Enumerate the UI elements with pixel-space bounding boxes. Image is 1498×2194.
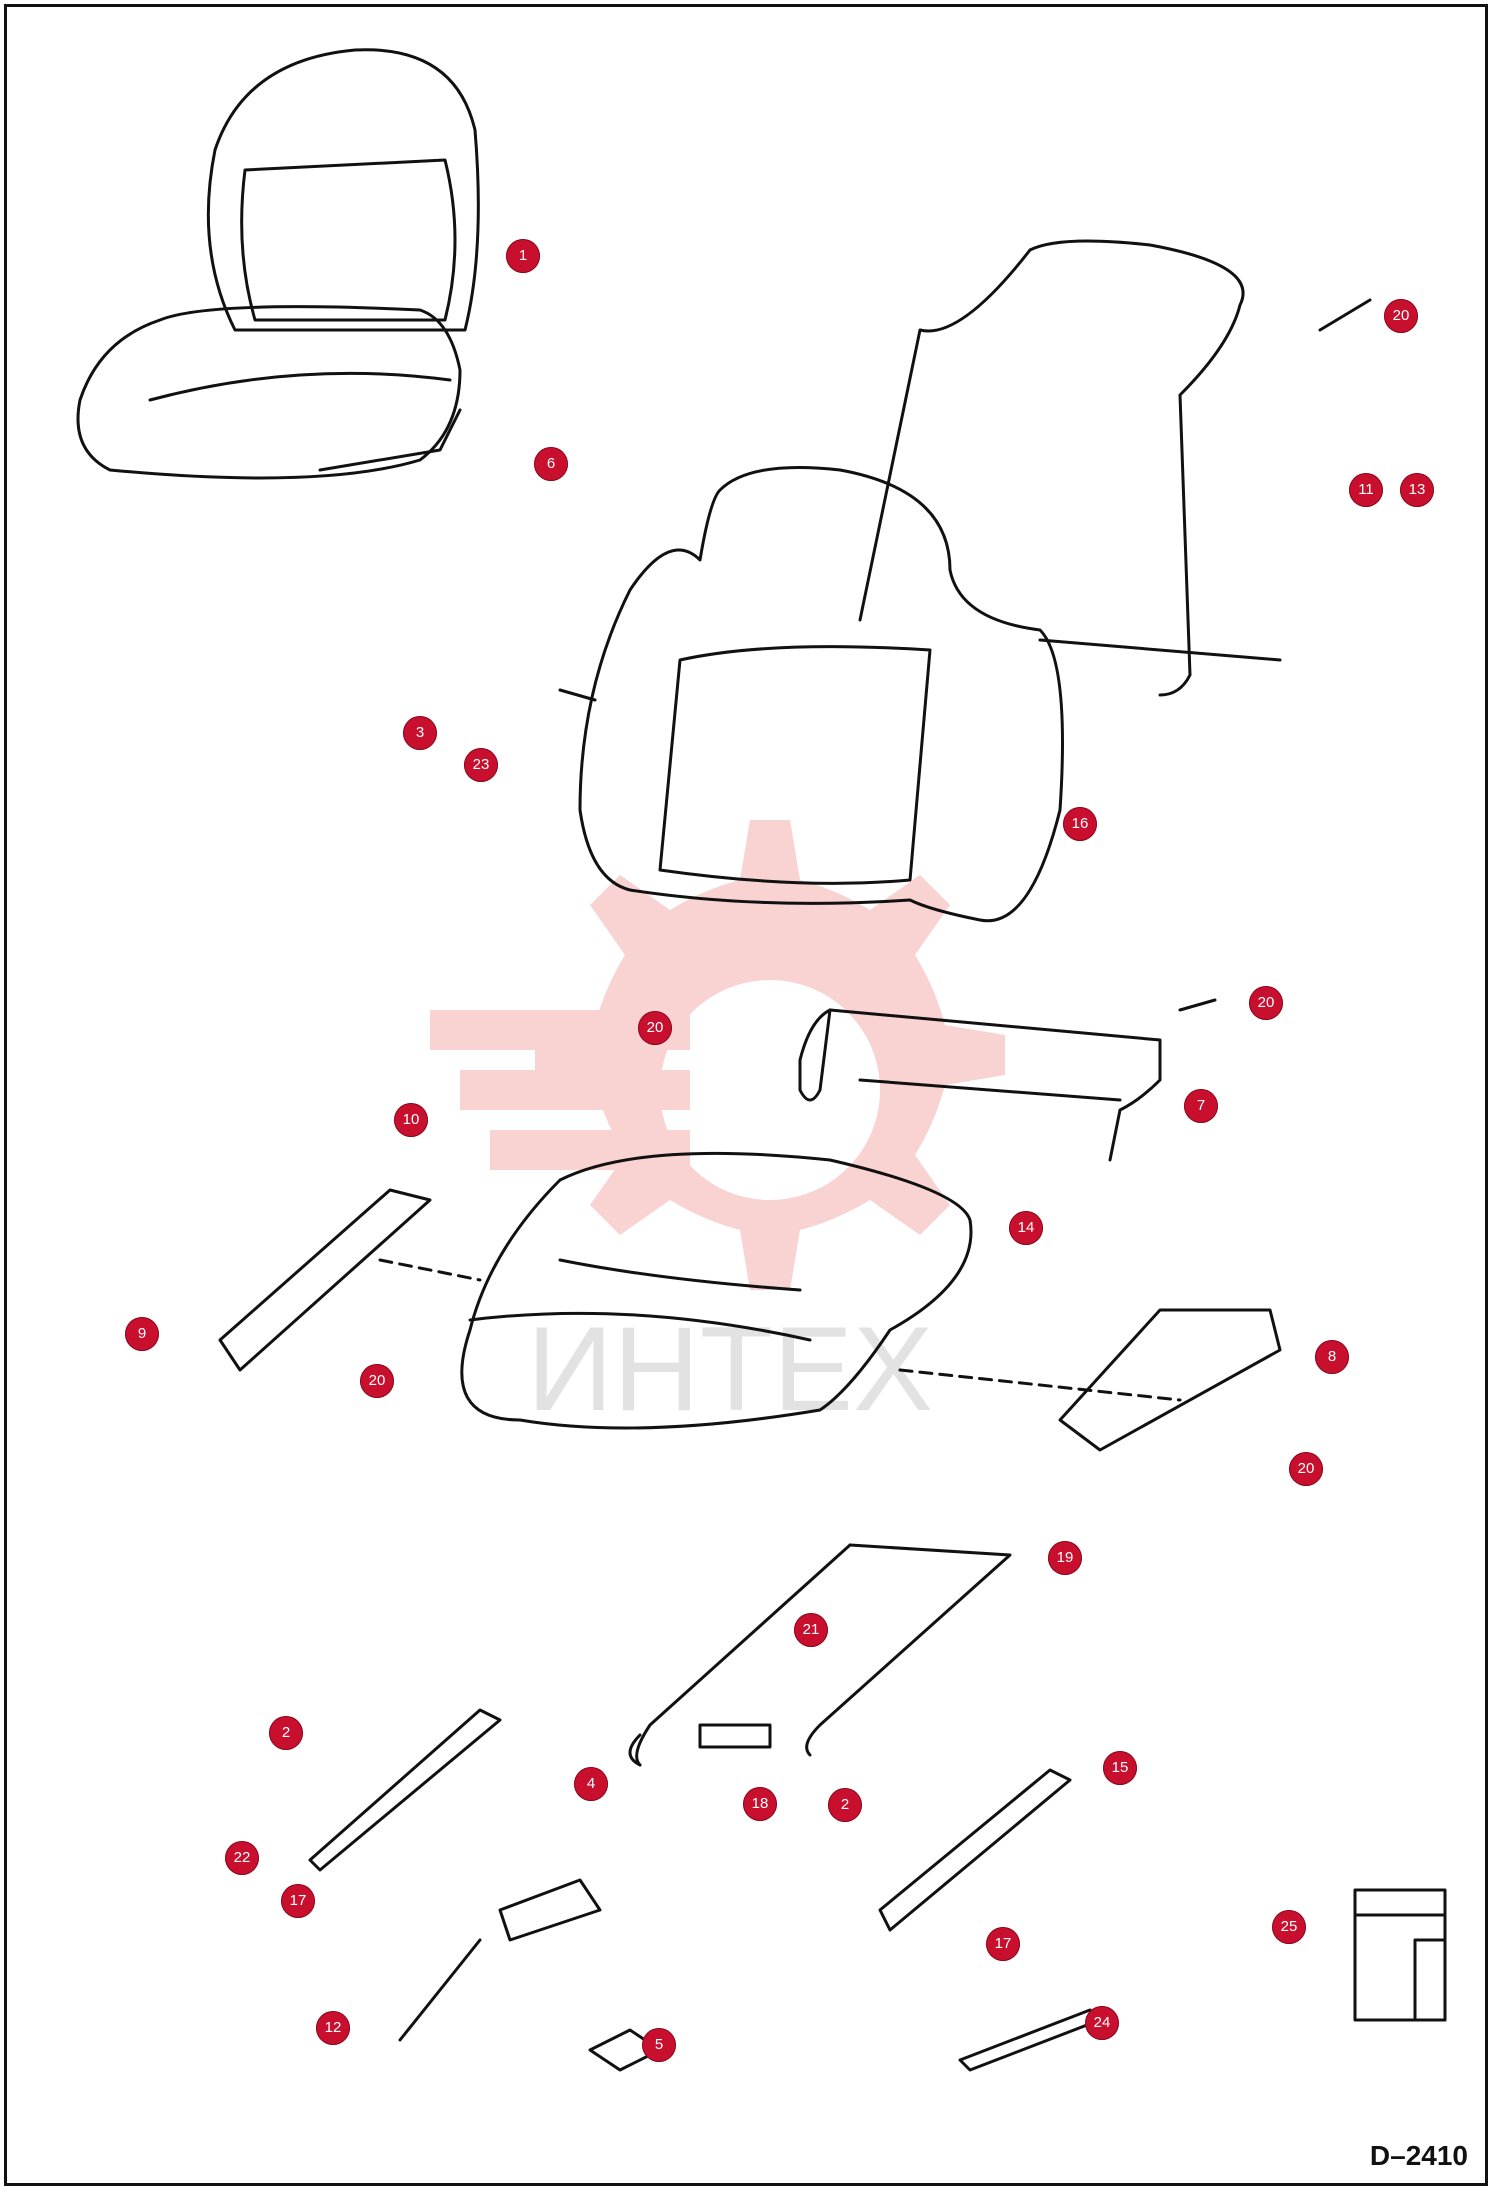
- callout-22[interactable]: 22: [225, 1841, 259, 1875]
- callout-14[interactable]: 14: [1009, 1211, 1043, 1245]
- slide-tracks: [308, 1708, 1102, 2072]
- complete-seat-assembly: [76, 48, 480, 480]
- callout-1[interactable]: 1: [506, 239, 540, 273]
- release-cable: [628, 1543, 1012, 1767]
- drawing-border: [4, 4, 1488, 2186]
- callout-2[interactable]: 2: [269, 1716, 303, 1750]
- callout-25[interactable]: 25: [1272, 1910, 1306, 1944]
- callout-3[interactable]: 3: [403, 716, 437, 750]
- drawing-code: D–2410: [1369, 2140, 1468, 2171]
- callout-2[interactable]: 2: [828, 1788, 862, 1822]
- callout-16[interactable]: 16: [1063, 807, 1097, 841]
- callout-17[interactable]: 17: [281, 1884, 315, 1918]
- callout-6[interactable]: 6: [534, 447, 568, 481]
- callout-18[interactable]: 18: [743, 1787, 777, 1821]
- callout-20[interactable]: 20: [360, 1364, 394, 1398]
- callout-20[interactable]: 20: [1384, 299, 1418, 333]
- callout-11[interactable]: 11: [1349, 473, 1383, 507]
- back-cushion: [558, 466, 1064, 923]
- callout-10[interactable]: 10: [394, 1103, 428, 1137]
- side-rails: [218, 1188, 1282, 1452]
- callout-23[interactable]: 23: [464, 748, 498, 782]
- callout-15[interactable]: 15: [1103, 1751, 1137, 1785]
- callout-21[interactable]: 21: [794, 1613, 828, 1647]
- callout-20[interactable]: 20: [638, 1011, 672, 1045]
- callout-24[interactable]: 24: [1085, 2006, 1119, 2040]
- callout-5[interactable]: 5: [642, 2028, 676, 2062]
- back-panel-frame: [858, 239, 1372, 697]
- seat-cushion: [460, 1151, 973, 1430]
- callout-17[interactable]: 17: [986, 1927, 1020, 1961]
- seat-bracket: [798, 998, 1217, 1162]
- callout-20[interactable]: 20: [1289, 1452, 1323, 1486]
- callout-7[interactable]: 7: [1184, 1089, 1218, 1123]
- callout-9[interactable]: 9: [125, 1317, 159, 1351]
- callout-4[interactable]: 4: [574, 1767, 608, 1801]
- callout-19[interactable]: 19: [1048, 1541, 1082, 1575]
- decal-sheet: [1353, 1888, 1447, 2022]
- callout-12[interactable]: 12: [316, 2011, 350, 2045]
- callout-20[interactable]: 20: [1249, 986, 1283, 1020]
- callout-13[interactable]: 13: [1400, 473, 1434, 507]
- callout-8[interactable]: 8: [1315, 1340, 1349, 1374]
